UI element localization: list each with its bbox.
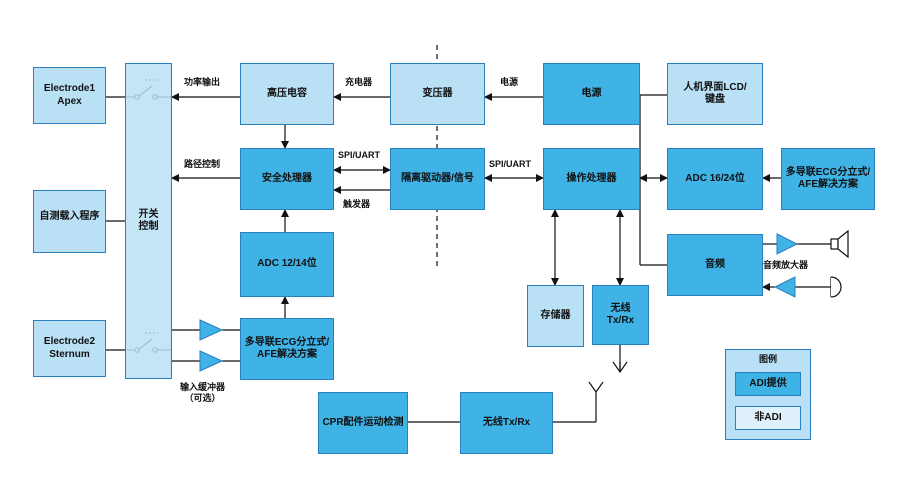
label-charger: 充电器 [345, 77, 373, 87]
power-block: 电源 [543, 63, 640, 125]
switch-control-label: 开关 控制 [138, 208, 159, 233]
label-trigger: 触发器 [343, 199, 371, 209]
microphone-icon [830, 276, 842, 298]
audio-block: 音频 [667, 234, 763, 296]
wireless-bottom-block: 无线Tx/Rx [460, 392, 553, 454]
operation-processor-block: 操作处理器 [543, 148, 640, 210]
afe-right-block: 多导联ECG分立式/ AFE解决方案 [781, 148, 875, 210]
audio-amp-out-icon [776, 233, 799, 255]
safety-processor-block: 安全处理器 [240, 148, 334, 210]
input-buffer-2-icon [199, 350, 224, 372]
afe-left-block: 多导联ECG分立式/ AFE解决方案 [240, 318, 334, 380]
label-spi-uart-left: SPI/UART [338, 150, 381, 160]
legend-non-adi-swatch: 非ADI [735, 406, 801, 430]
label-audio-amp: 音频放大器 [763, 260, 809, 270]
adc-12-14-block: ADC 12/14位 [240, 232, 334, 297]
wireless-txrx-block: 无线 Tx/Rx [592, 285, 649, 345]
label-input-buffer: 输入缓冲器 （可选） [180, 382, 226, 403]
label-power-source: 电源 [500, 77, 519, 87]
label-spi-uart-right: SPI/UART [489, 159, 532, 169]
storage-block: 存储器 [527, 285, 584, 347]
antenna-bottom-icon [588, 381, 604, 394]
antenna-right-icon [612, 361, 628, 374]
legend-adi-swatch: ADI提供 [735, 372, 801, 396]
legend-box: 图例 ADI提供 非ADI [725, 349, 811, 440]
transformer-block: 变压器 [390, 63, 485, 125]
cpr-block: CPR配件运动检测 [318, 392, 408, 454]
label-power-output: 功率输出 [184, 77, 221, 87]
self-test-block: 自测载入程序 [33, 190, 106, 253]
switch-control-block: 开关 控制 [125, 63, 172, 379]
isolation-driver-block: 隔离驱动器/信号 [390, 148, 485, 210]
electrode1-block: Electrode1 Apex [33, 67, 106, 124]
hv-capacitor-block: 高压电容 [240, 63, 334, 125]
input-buffer-1-icon [199, 319, 224, 341]
label-path-control: 路径控制 [184, 159, 221, 169]
audio-amp-in-icon [773, 276, 796, 298]
electrode2-block: Electrode2 Sternum [33, 320, 106, 377]
adc-16-24-block: ADC 16/24位 [667, 148, 763, 210]
legend-title: 图例 [758, 354, 777, 364]
hmi-block: 人机界面LCD/ 键盘 [667, 63, 763, 125]
speaker-icon [830, 229, 849, 259]
